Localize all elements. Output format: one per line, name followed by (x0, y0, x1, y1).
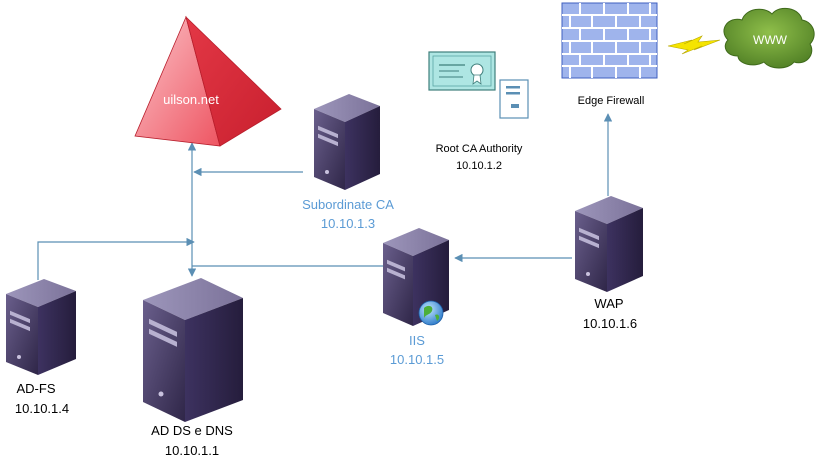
pyramid-right-face (185, 15, 282, 147)
adfs-connector (37, 237, 195, 280)
wap-ip: 10.10.1.6 (583, 316, 637, 331)
lightning-icon (667, 35, 721, 55)
wap-name: WAP (594, 296, 623, 311)
adds-name: AD DS e DNS (151, 423, 233, 438)
subordinate-ca-ip: 10.10.1.3 (321, 216, 375, 231)
adds-ip: 10.10.1.1 (165, 443, 219, 458)
domain-label: uilson.net (163, 92, 219, 107)
iis-ip: 10.10.1.5 (390, 352, 444, 367)
www-label: WWW (753, 33, 788, 47)
firewall-icon (561, 2, 658, 79)
iis-name: IIS (409, 333, 425, 348)
adfs-ip: 10.10.1.4 (15, 401, 69, 416)
root-ca-server-icon (499, 79, 529, 119)
certificate-icon (428, 51, 496, 91)
globe-icon (418, 300, 444, 326)
www-cloud-icon: WWW (723, 7, 815, 69)
subordinate-ca-name: Subordinate CA (302, 197, 394, 212)
subordinate-ca-server-icon (314, 94, 380, 190)
root-ca-ip: 10.10.1.2 (456, 160, 502, 172)
adds-server-icon (143, 278, 243, 422)
adfs-server-icon (6, 279, 76, 375)
edge-firewall-name: Edge Firewall (578, 95, 645, 107)
connectors (37, 113, 613, 280)
wap-server-icon (575, 196, 643, 292)
adfs-name: AD-FS (17, 381, 56, 396)
domain-pyramid: uilson.net (134, 15, 282, 147)
root-ca-name: Root CA Authority (436, 143, 523, 155)
